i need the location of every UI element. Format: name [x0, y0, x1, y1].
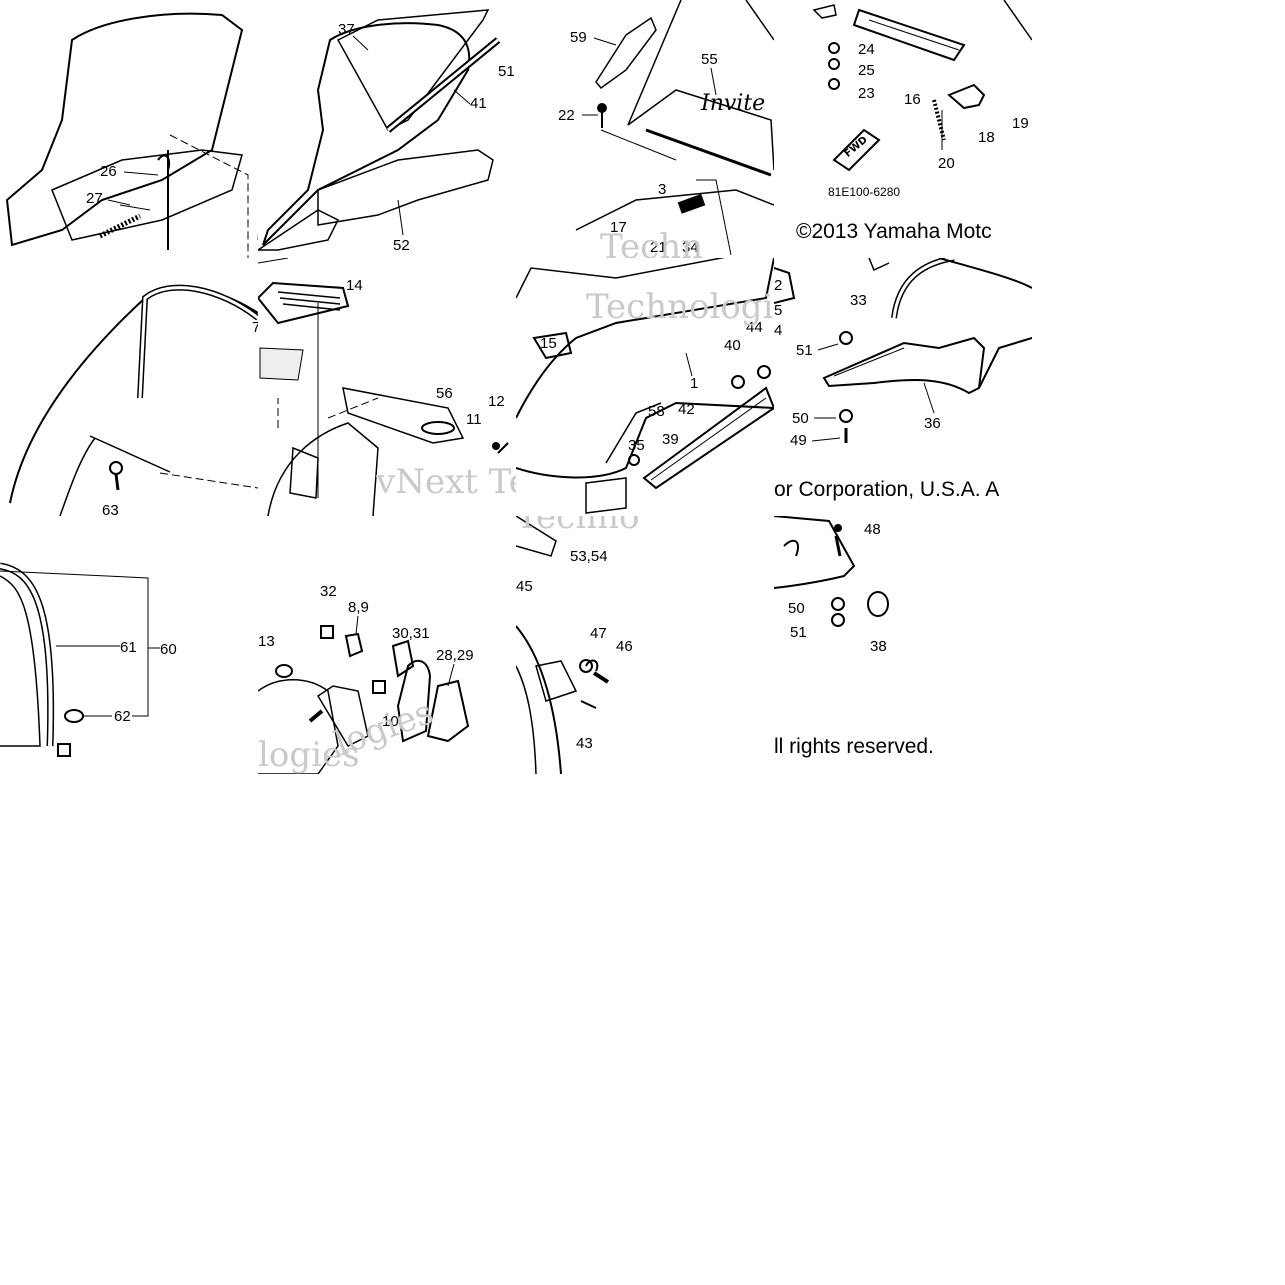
callout-56: 56	[436, 385, 453, 402]
logo-script: Invite	[700, 91, 765, 116]
callout-52: 52	[393, 237, 410, 254]
callout-13: 13	[258, 633, 275, 650]
callout-55: 55	[701, 51, 718, 68]
callout-49: 49	[790, 432, 807, 449]
callout-33: 33	[850, 292, 867, 309]
callout-59: 59	[570, 29, 587, 46]
watermark-text: logies	[329, 692, 438, 764]
hood-bracket-drawing: 26 27	[5, 12, 258, 258]
part-code: 81E100-6280	[828, 185, 900, 199]
callout-3: 3	[658, 181, 666, 198]
tile-front-cowl: Invite 59 55 22 3 34 17 21 Techn	[516, 0, 774, 258]
rear-rack-drawing: FWD 81E100-6280 24 25 23 16 18 19 20	[812, 0, 1032, 199]
callout-27: 27	[86, 190, 103, 207]
callout-20: 20	[938, 155, 955, 172]
callout-18: 18	[978, 129, 995, 146]
callout-23: 23	[858, 85, 875, 102]
callout-11: 11	[466, 411, 482, 428]
callout-19: 19	[1012, 115, 1029, 132]
callout-8-9: 8,9	[348, 599, 369, 616]
callout-2: 2	[774, 277, 782, 294]
callout-25: 25	[858, 62, 875, 79]
windshield-drawing: 63 7	[9, 284, 258, 516]
watermark-text: logies	[258, 735, 360, 774]
callout-4: 4	[774, 322, 782, 339]
callout-7: 7	[252, 319, 258, 336]
callout-14: 14	[346, 277, 363, 294]
callout-39: 39	[662, 431, 679, 448]
callout-16: 16	[904, 91, 921, 108]
copyright-line-3: ll rights reserved.	[774, 735, 934, 758]
callout-61: 61	[120, 639, 137, 656]
callout-43: 43	[576, 735, 593, 752]
callout-44: 44	[746, 319, 763, 336]
callout-45: 45	[516, 578, 533, 595]
callout-21: 21	[650, 239, 667, 256]
callout-10: 10	[382, 713, 399, 730]
callout-32: 32	[320, 583, 337, 600]
callout-26: 26	[100, 163, 117, 180]
callout-46: 46	[616, 638, 633, 655]
callout-63: 63	[102, 502, 119, 516]
callout-58: 58	[648, 403, 665, 420]
callout-1: 1	[690, 375, 698, 392]
callout-17: 17	[610, 219, 627, 236]
fender-mount-drawing: 48 50 51 38	[774, 516, 889, 655]
watermark-text: vNext Te	[375, 462, 516, 502]
callout-41: 41	[470, 95, 487, 112]
callout-62: 62	[114, 708, 131, 725]
tile-hood-bracket-right: 37 41 51 52	[258, 0, 516, 258]
callout-5: 5	[774, 302, 782, 319]
tile-side-panel-lower: 45 47 46 43 53,54 Techno	[516, 516, 774, 774]
callout-51: 51	[790, 624, 807, 641]
callout-50: 50	[792, 410, 809, 427]
front-cowl-drawing: Invite 59 55 22 3 34 17 21 Techn	[558, 0, 774, 258]
callout-35: 35	[628, 437, 645, 454]
callout-30-31: 30,31	[392, 625, 430, 642]
callout-37: 37	[338, 21, 355, 38]
callout-28-29: 28,29	[436, 647, 474, 664]
callout-50: 50	[788, 600, 805, 617]
callout-51: 51	[498, 63, 515, 80]
tile-side-panel: 15 1 40 44 58 42 39 35 Technologies	[516, 258, 774, 516]
side-panel-drawing: 15 1 40 44 58 42 39 35 Technologies	[516, 258, 774, 514]
tile-fender-mount: 48 50 51 38	[774, 516, 1032, 774]
meter-panel-drawing: 14 56 12 11 vNext Te	[258, 258, 516, 516]
tile-switch-brackets: 32 8,9 30,31 28,29 13 10 logies logies	[258, 516, 516, 774]
copyright-line-1: ©2013 Yamaha Motc	[796, 220, 992, 243]
switch-brackets-drawing: 32 8,9 30,31 28,29 13 10 logies logies	[258, 583, 474, 774]
callout-36: 36	[924, 415, 941, 432]
tile-windshield: 63 7	[0, 258, 258, 516]
watermark-text: Technologies	[586, 287, 774, 327]
copyright-line-2: or Corporation, U.S.A. A	[774, 478, 1000, 501]
tile-meter-panel: 14 56 12 11 vNext Te	[258, 258, 516, 516]
callout-47: 47	[590, 625, 607, 642]
callout-12: 12	[488, 393, 505, 410]
watermark-text: Techn	[600, 227, 703, 258]
watermark-text: Techno	[516, 516, 639, 537]
callout-60: 60	[160, 641, 177, 658]
callout-51: 51	[796, 342, 813, 359]
tile-hood-bracket: 26 27	[0, 0, 258, 258]
callout-42: 42	[678, 401, 695, 418]
callout-40: 40	[724, 337, 741, 354]
callout-34: 34	[682, 239, 699, 256]
callout-53-54: 53,54	[570, 548, 608, 565]
side-panel-lower-drawing: 45 47 46 43 53,54 Techno	[516, 516, 639, 774]
rear-fender-drawing: 33 51 50 49 36 2 5 4	[774, 258, 1032, 449]
tile-rear-fender: 33 51 50 49 36 2 5 4	[774, 258, 1032, 516]
callout-22: 22	[558, 107, 575, 124]
windshield-seal-drawing: 61 60 62	[0, 562, 177, 757]
hood-drawing: 37 41 51 52	[258, 9, 515, 254]
callout-15: 15	[540, 335, 557, 352]
callout-38: 38	[870, 638, 887, 655]
tile-rear-rack: FWD 81E100-6280 24 25 23 16 18 19 20	[774, 0, 1032, 258]
callout-24: 24	[858, 41, 875, 58]
callout-48: 48	[864, 521, 881, 538]
tile-windshield-seal: 61 60 62	[0, 516, 258, 774]
